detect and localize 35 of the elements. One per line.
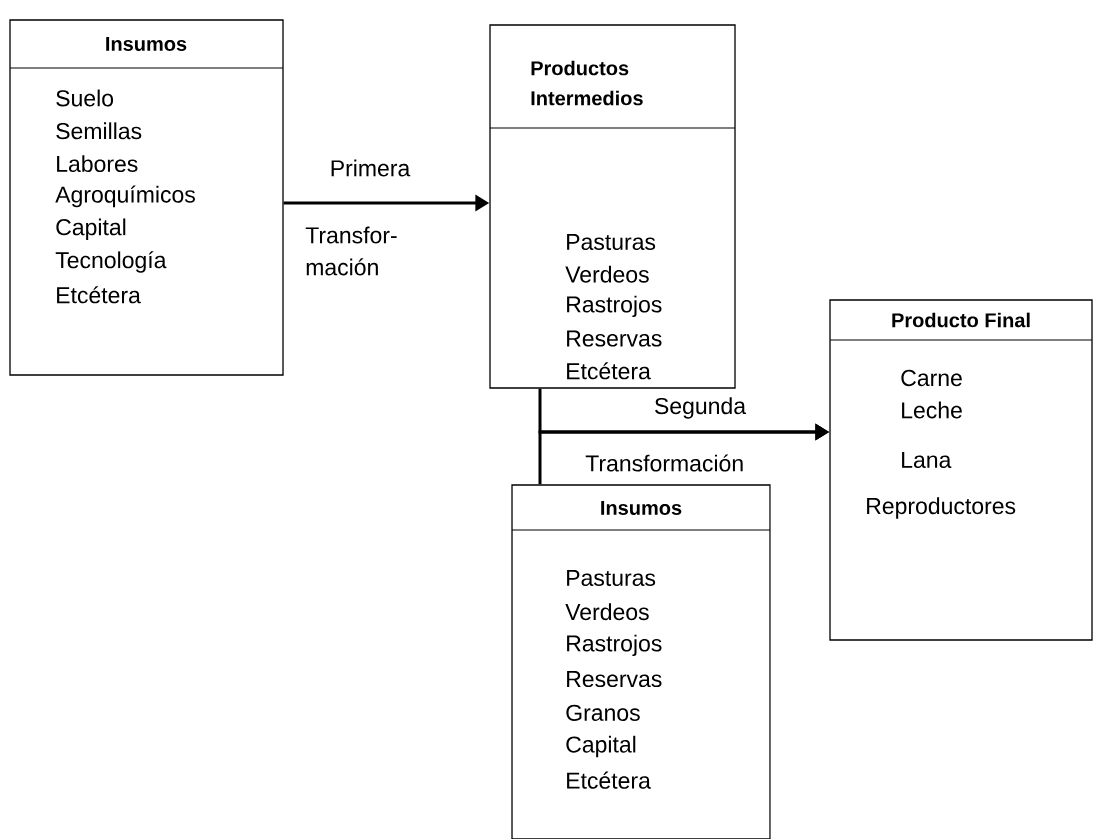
list-item: Tecnología	[55, 251, 167, 273]
arrow-caption: Transformación	[585, 454, 743, 472]
list-item: Capital	[566, 735, 636, 758]
list-item: Reproductores	[867, 497, 1016, 519]
list-item: Agroquímicos	[55, 185, 195, 208]
box-heading: Productos Intermedios	[531, 60, 643, 106]
edge-label: Segunda	[655, 397, 747, 419]
list-item: Etcétera	[57, 286, 141, 304]
list-item: Lana	[902, 451, 952, 468]
list-item: Carne	[901, 369, 962, 387]
list-item: Verdeos	[565, 265, 649, 283]
list-item: Reservas	[567, 671, 662, 688]
edge-label: Primera	[331, 159, 411, 177]
list-item: Granos	[566, 704, 640, 721]
list-item: Semillas	[56, 122, 142, 140]
list-item: Etcétera	[567, 771, 651, 789]
list-item: Labores	[57, 155, 138, 173]
list-item: Verdeos	[565, 603, 649, 621]
list-box	[489, 24, 736, 389]
list-item: Capital	[56, 218, 126, 240]
list-box	[511, 484, 771, 839]
box-heading: Producto Final	[892, 312, 1030, 328]
arrow-caption: Transfor- mación	[305, 226, 397, 276]
list-item: Rastrojos	[567, 295, 662, 318]
list-item: Reservas	[567, 330, 662, 347]
list-item: Leche	[902, 401, 962, 419]
list-item: Pasturas	[567, 569, 656, 586]
list-item: Etcétera	[567, 362, 651, 380]
list-item: Rastrojos	[567, 634, 662, 657]
list-item: Suelo	[56, 89, 114, 107]
list-box	[9, 19, 284, 376]
box-heading: Insumos	[106, 37, 187, 51]
list-item: Pasturas	[567, 233, 656, 250]
list-box	[829, 299, 1093, 641]
box-heading: Insumos	[601, 501, 682, 515]
